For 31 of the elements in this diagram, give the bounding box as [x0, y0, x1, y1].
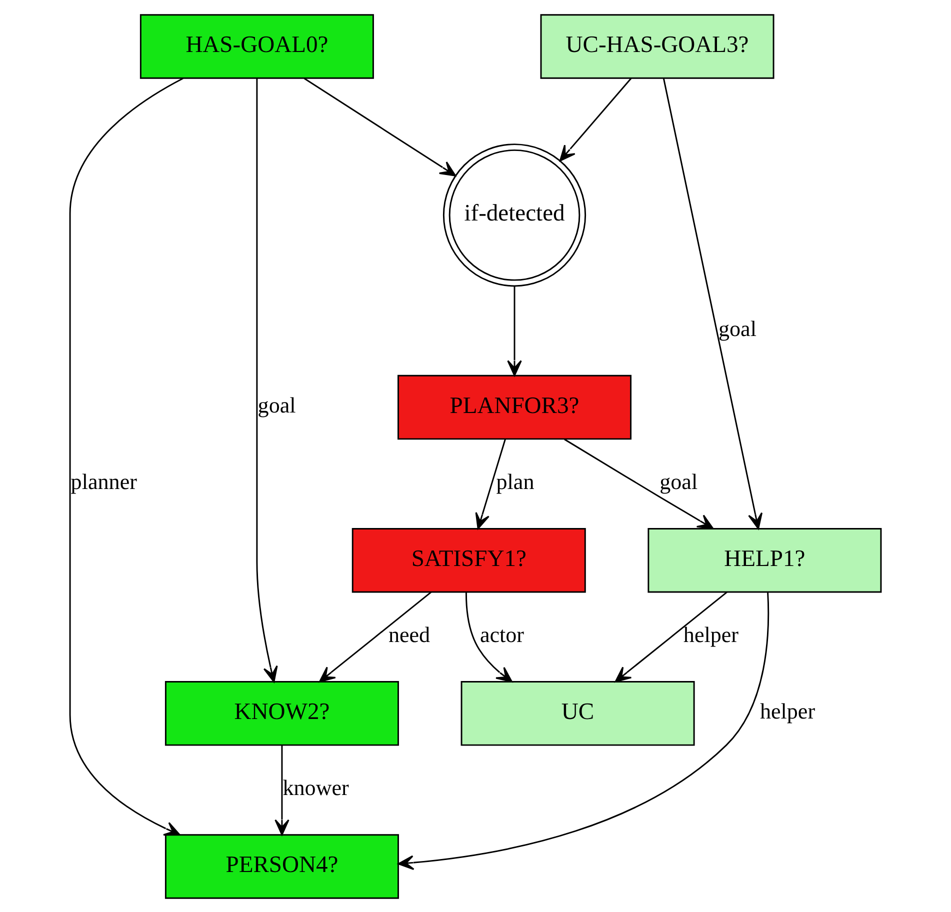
arrow — [274, 744, 290, 835]
edge-label: plan — [496, 468, 534, 494]
edge-label: goal — [718, 315, 756, 340]
node-box: HAS-GOAL0? — [140, 14, 374, 78]
edge-label: helper — [683, 622, 739, 647]
edge-label: goal — [660, 468, 698, 494]
node-box: PLANFOR3? — [398, 374, 632, 440]
edge-label: knower — [282, 774, 349, 800]
edge-label: goal — [258, 392, 296, 417]
arrow — [465, 592, 512, 682]
arrow — [256, 78, 278, 682]
edge-label: planner — [70, 468, 137, 494]
arrow — [559, 77, 632, 161]
node-box: UC-HAS-GOAL3? — [540, 14, 774, 78]
arrow — [507, 285, 522, 376]
edge-label: helper — [760, 698, 816, 724]
node-box: UC — [460, 680, 695, 746]
edge-label: need — [388, 622, 430, 647]
arrow — [69, 77, 184, 836]
node-box: KNOW2? — [164, 680, 399, 746]
node-box: HELP1? — [648, 527, 882, 592]
arrow — [319, 591, 432, 682]
arrow — [304, 77, 456, 176]
arrow — [564, 438, 714, 529]
arrow — [662, 78, 763, 529]
arrow — [614, 591, 728, 682]
arrow — [475, 438, 506, 529]
edge-label: actor — [480, 622, 524, 647]
node-box: PERSON4? — [164, 834, 399, 898]
arrow — [398, 592, 770, 870]
node-box: SATISFY1? — [352, 527, 586, 592]
